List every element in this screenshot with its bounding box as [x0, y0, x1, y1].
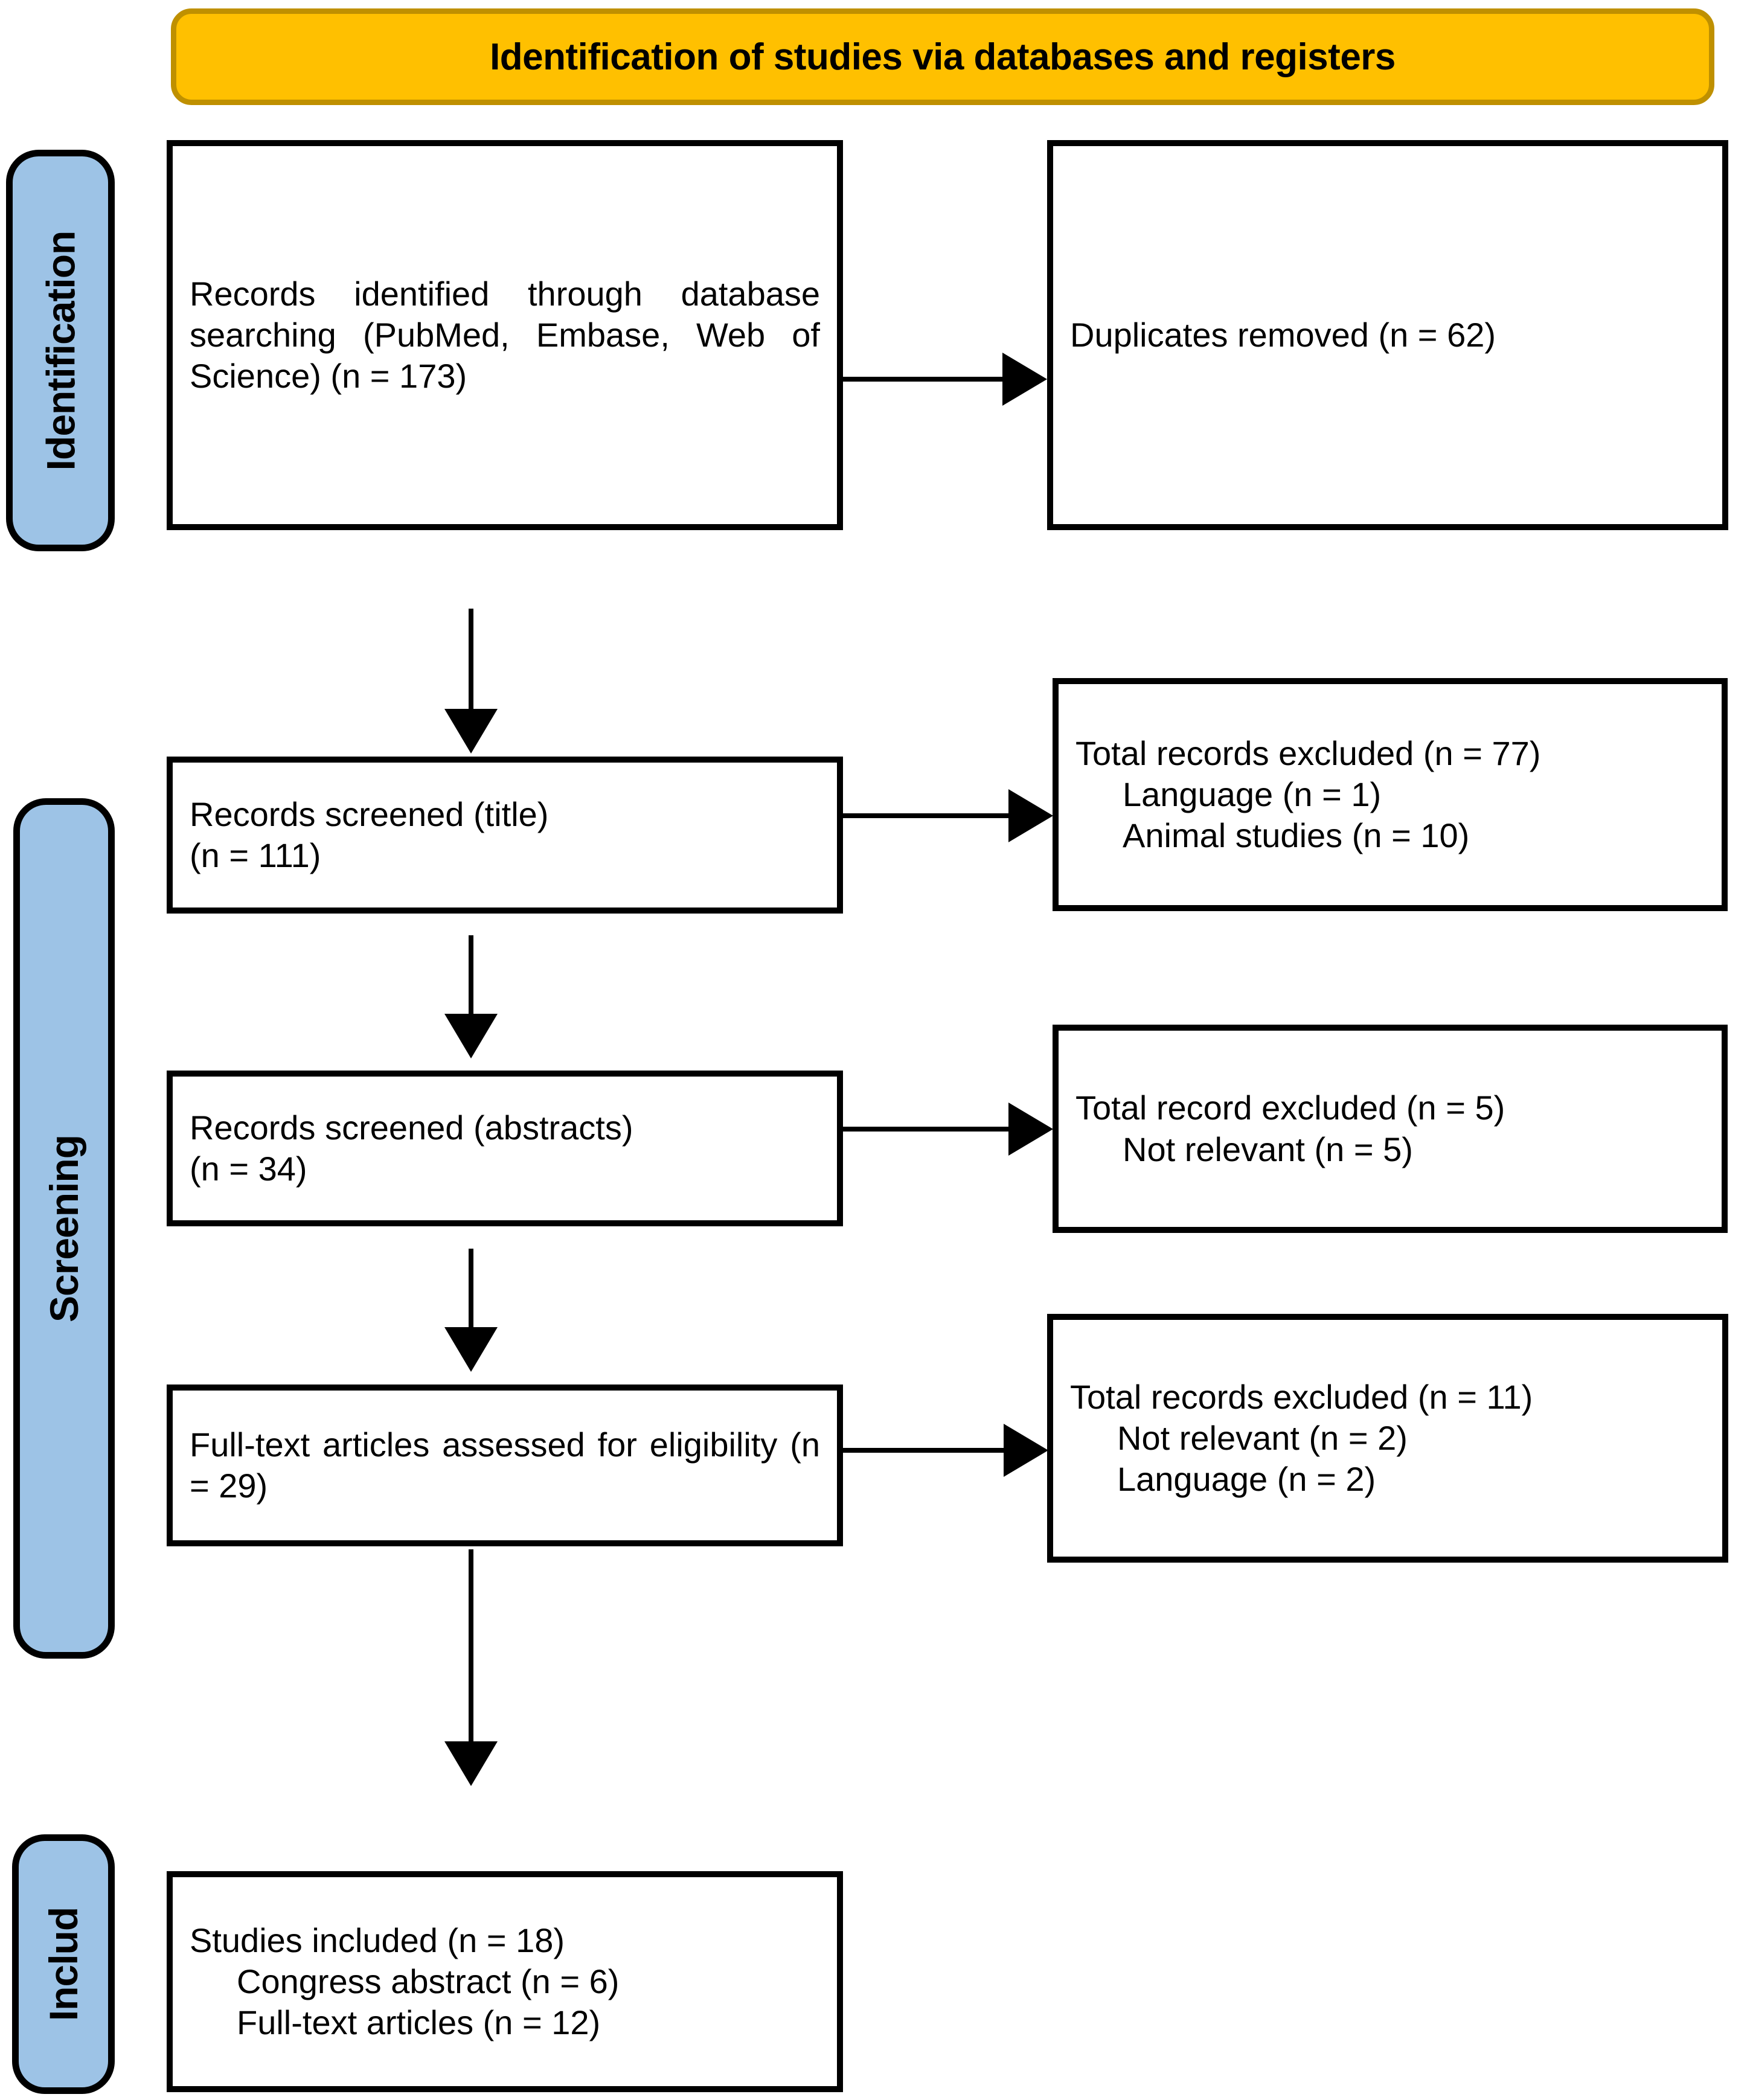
box-records-identified-text: Records identified through database sear… [190, 274, 820, 395]
box-records-screened-title-text: Records screened (title) (n = 111) [173, 794, 837, 877]
box-excluded-title-text: Total records excluded (n = 77) Language… [1059, 733, 1722, 857]
stage-label-screening-text: Screening [42, 1135, 87, 1322]
box-duplicates-removed-text: Duplicates removed (n = 62) [1070, 315, 1496, 354]
box-records-screened-abstracts-text: Records screened (abstracts) (n = 34) [173, 1107, 837, 1190]
box-studies-included-line1: Studies included (n = 18) [190, 1921, 565, 1959]
box-records-screened-title-line1: Records screened (title) [190, 795, 549, 833]
box-excluded-fulltext: Total records excluded (n = 11) Not rele… [1047, 1314, 1728, 1563]
box-studies-included: Studies included (n = 18) Congress abstr… [167, 1871, 843, 2092]
box-records-screened-title: Records screened (title) (n = 111) [167, 757, 843, 914]
header-banner: Identification of studies via databases … [171, 8, 1714, 105]
box-excluded-fulltext-sub1: Not relevant (n = 2) [1117, 1418, 1408, 1457]
box-studies-included-sub2: Full-text articles (n = 12) [237, 2003, 601, 2042]
stage-label-included: Includ [12, 1834, 115, 2094]
box-excluded-fulltext-text: Total records excluded (n = 11) Not rele… [1053, 1377, 1722, 1500]
box-records-identified: Records identified through database sear… [167, 140, 843, 530]
box-fulltext-assessed: Full-text articles assessed for eligibil… [167, 1385, 843, 1546]
box-excluded-title-line1: Total records excluded (n = 77) [1075, 734, 1541, 772]
box-studies-included-text: Studies included (n = 18) Congress abstr… [173, 1920, 837, 2044]
box-excluded-abstracts: Total record excluded (n = 5) Not releva… [1053, 1025, 1728, 1233]
header-title: Identification of studies via databases … [490, 36, 1396, 78]
box-records-screened-abstracts-line2: (n = 34) [190, 1150, 307, 1188]
box-excluded-title-sub1: Language (n = 1) [1123, 775, 1382, 813]
box-excluded-fulltext-sub2: Language (n = 2) [1117, 1460, 1376, 1499]
box-excluded-abstracts-line1: Total record excluded (n = 5) [1075, 1089, 1505, 1127]
box-studies-included-sub1: Congress abstract (n = 6) [237, 1962, 620, 2000]
box-records-screened-title-line2: (n = 111) [190, 836, 321, 874]
box-excluded-abstracts-sub1: Not relevant (n = 5) [1123, 1130, 1413, 1168]
box-records-screened-abstracts-line1: Records screened (abstracts) [190, 1108, 633, 1147]
box-excluded-fulltext-line1: Total records excluded (n = 11) [1070, 1377, 1533, 1416]
box-excluded-title-sub2: Animal studies (n = 10) [1123, 816, 1470, 855]
box-excluded-title: Total records excluded (n = 77) Language… [1053, 678, 1728, 911]
stage-label-screening: Screening [13, 798, 115, 1659]
box-records-screened-abstracts: Records screened (abstracts) (n = 34) [167, 1071, 843, 1226]
box-duplicates-removed: Duplicates removed (n = 62) [1047, 140, 1728, 530]
box-excluded-abstracts-text: Total record excluded (n = 5) Not releva… [1059, 1087, 1722, 1170]
stage-label-included-text: Includ [41, 1907, 86, 2022]
stage-label-identification-text: Identification [38, 231, 83, 470]
box-fulltext-assessed-text: Full-text articles assessed for eligibil… [190, 1425, 820, 1505]
stage-label-identification: Identification [6, 150, 115, 551]
